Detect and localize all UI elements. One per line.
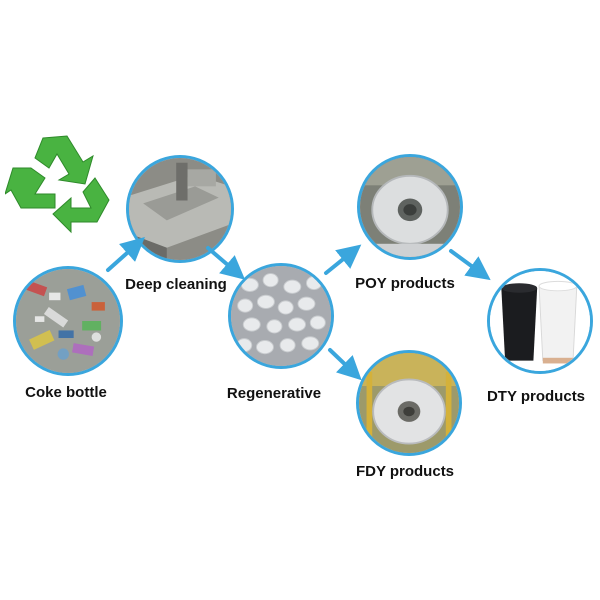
fdy-products-node	[356, 350, 462, 456]
poy-products-node	[357, 154, 463, 260]
dty-products-node	[487, 268, 593, 374]
regenerative-node	[228, 263, 334, 369]
poy-products-label: POY products	[355, 275, 455, 292]
dty-products-label: DTY products	[486, 388, 586, 405]
recycle-icon	[5, 135, 110, 234]
regenerative-label: Regenerative	[226, 385, 322, 402]
deep-cleaning-label: Deep cleaning	[125, 276, 227, 293]
fdy-products-label: FDY products	[355, 463, 455, 480]
arrow-icon	[106, 237, 145, 272]
coke-bottle-label: Coke bottle	[25, 384, 107, 401]
arrow-icon	[324, 244, 362, 275]
coke-bottle-node	[13, 266, 123, 376]
arrow-icon	[449, 249, 491, 281]
deep-cleaning-node	[126, 155, 234, 263]
arrow-icon	[328, 348, 362, 381]
